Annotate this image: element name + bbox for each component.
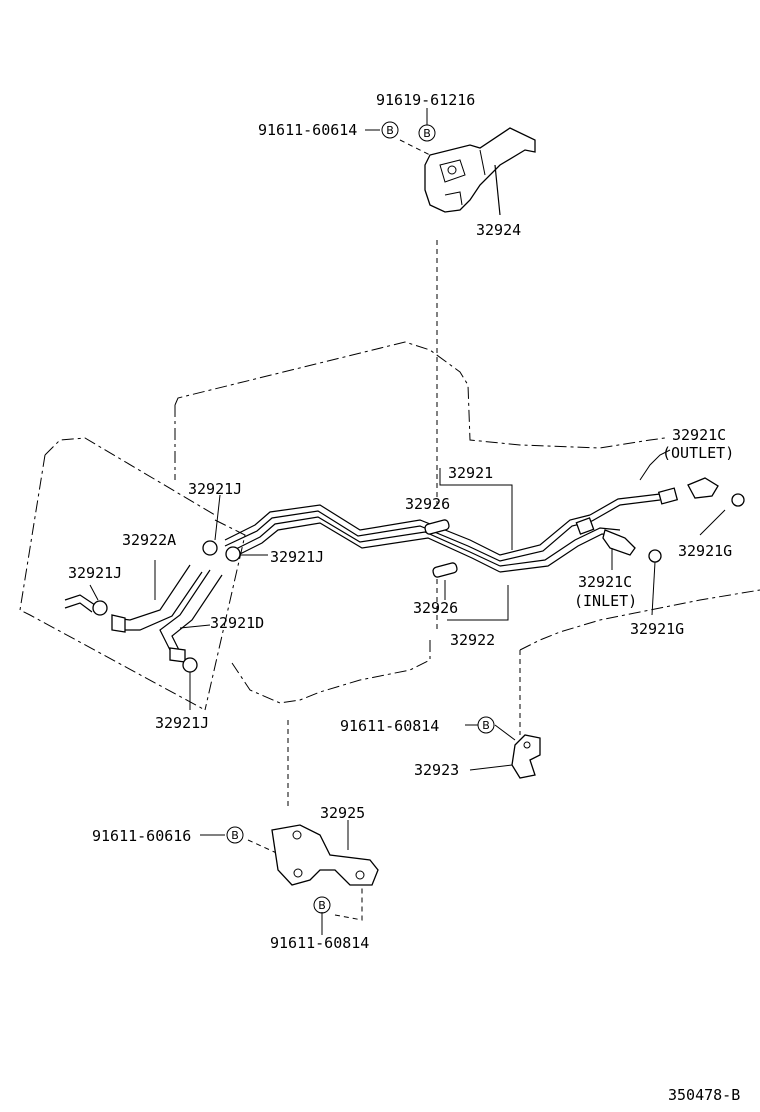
bolt-marker-4: B — [226, 826, 244, 844]
bracket-32923 — [511, 734, 541, 779]
label-32926-upper: 32926 — [405, 495, 450, 513]
bolt-marker-5: B — [313, 896, 331, 914]
label-32921: 32921 — [448, 464, 493, 482]
label-91611-60814-lower: 91611-60814 — [270, 934, 369, 952]
clamps-32921j — [92, 540, 241, 673]
bracket-32925 — [271, 824, 379, 886]
label-32921g-lower: 32921G — [630, 620, 684, 638]
label-32922: 32922 — [450, 631, 495, 649]
label-91611-60616: 91611-60616 — [92, 827, 191, 845]
hoses — [64, 564, 223, 663]
figure-code: 350478-B — [668, 1086, 740, 1104]
grommets-32926 — [424, 519, 458, 578]
label-32921j-right: 32921J — [270, 548, 324, 566]
svg-text:B: B — [318, 899, 326, 912]
label-32921g-right: 32921G — [678, 542, 732, 560]
label-32923: 32923 — [414, 761, 459, 779]
label-32921c-outlet: 32921C — [672, 426, 726, 444]
label-32921d: 32921D — [210, 614, 264, 632]
svg-text:B: B — [482, 719, 490, 732]
label-32921c-inlet: 32921C — [578, 573, 632, 591]
label-leaders — [89, 108, 726, 935]
label-32926-lower: 32926 — [413, 599, 458, 617]
bracket-32924 — [424, 127, 536, 216]
engine-outline — [174, 341, 760, 704]
bolt-marker-2: B — [381, 121, 399, 139]
label-91619-61216: 91619-61216 — [376, 91, 475, 109]
label-32924: 32924 — [476, 221, 521, 239]
label-32922a: 32922A — [122, 531, 176, 549]
bolt-marker-1: B — [418, 124, 436, 142]
label-32921j-bottom: 32921J — [155, 714, 209, 732]
fittings — [575, 477, 745, 563]
svg-text:B: B — [423, 127, 431, 140]
label-outlet: (OUTLET) — [662, 444, 734, 462]
bolt-marker-3: B — [477, 716, 495, 734]
leader-lines — [247, 139, 521, 921]
label-inlet: (INLET) — [574, 592, 637, 610]
cooler-pipes — [224, 493, 661, 573]
label-32925: 32925 — [320, 804, 365, 822]
label-91611-60814-upper: 91611-60814 — [340, 717, 439, 735]
left-panel-outline — [19, 437, 246, 711]
label-32921j-top: 32921J — [188, 480, 242, 498]
svg-text:B: B — [231, 829, 239, 842]
label-91611-60614: 91611-60614 — [258, 121, 357, 139]
label-32921j-left: 32921J — [68, 564, 122, 582]
svg-text:B: B — [386, 124, 394, 137]
